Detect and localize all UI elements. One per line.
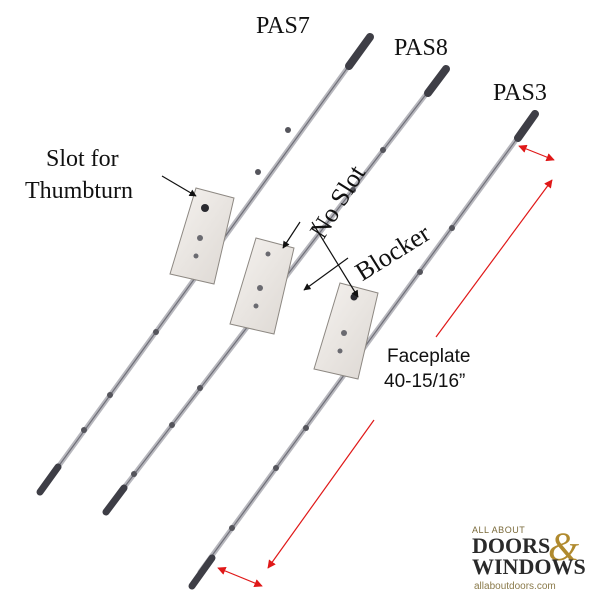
lock-pas3 (188, 110, 539, 590)
faceplate-end-top (518, 144, 555, 162)
rod-end-bottom (36, 463, 62, 496)
no-slot-arrow-1 (282, 221, 301, 249)
label-faceplate-line2: 40-15/16” (384, 371, 466, 392)
label-pas3: PAS3 (493, 80, 547, 106)
label-slot-line2: Thumbturn (25, 178, 133, 204)
blocker-arrow (303, 257, 349, 291)
label-slot-line1: Slot for (46, 146, 119, 172)
lock-pas7 (36, 33, 374, 496)
rod-end-bottom (188, 554, 216, 590)
logo-url-text: allaboutdoors.com (474, 581, 556, 592)
all-about-doors-windows-logo: ALL ABOUT DOORS & WINDOWS allaboutdoors.… (470, 524, 598, 597)
no-slot-arrow-2 (311, 221, 359, 298)
lock-pas8 (102, 65, 450, 516)
rod-end-top (345, 33, 374, 70)
lock-case-pas7 (169, 187, 235, 285)
faceplate-dimension-bottom (267, 419, 375, 569)
lock-case-pas8 (229, 237, 295, 335)
logo-windows-text: WINDOWS (472, 554, 586, 579)
rod-end-top (514, 110, 539, 142)
rod-end-top (424, 65, 450, 97)
thumbturn-slot (201, 204, 209, 212)
faceplate-end-bottom (217, 566, 263, 588)
label-pas7: PAS7 (256, 13, 310, 39)
logo-ampersand: & (548, 524, 580, 569)
lock-case-pas3 (313, 282, 379, 380)
rod-end-bottom (102, 484, 128, 516)
label-pas8: PAS8 (394, 35, 448, 61)
logo-doors-text: DOORS (472, 533, 551, 558)
faceplate-dimension-top (435, 179, 553, 338)
label-faceplate-line1: Faceplate (387, 346, 471, 367)
logo-top-text: ALL ABOUT (472, 525, 526, 535)
slot-arrow (161, 175, 197, 197)
